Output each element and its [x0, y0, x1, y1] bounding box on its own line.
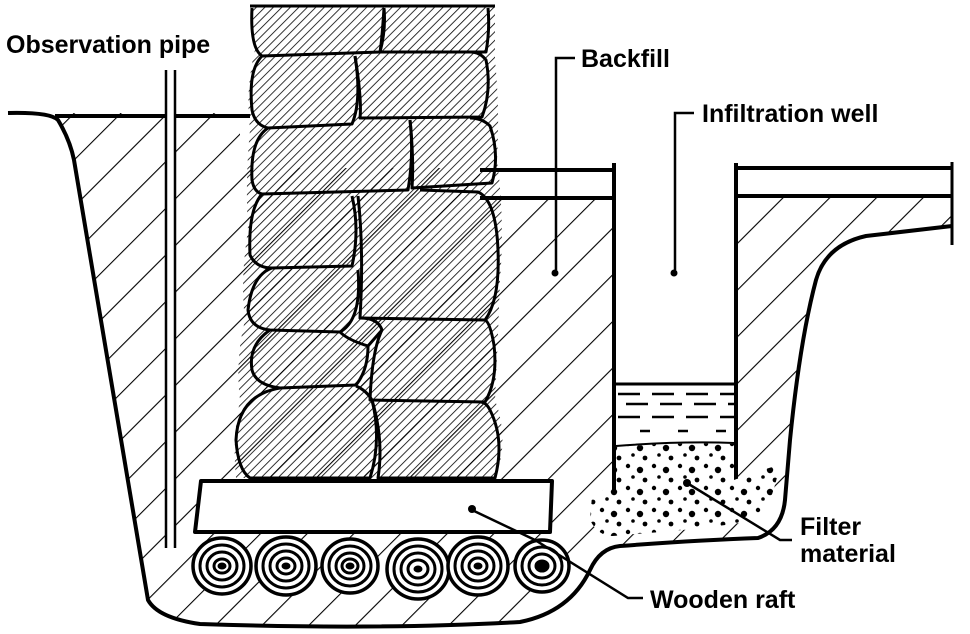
- raft-log: [191, 536, 253, 596]
- log-ring: [460, 549, 496, 583]
- filter-material-leader: [686, 481, 792, 542]
- raft-log: [446, 535, 510, 597]
- log-ring: [453, 542, 503, 590]
- stone-wall: [234, 4, 503, 480]
- labels: Observation pipe Backfill Infiltration w…: [6, 31, 896, 614]
- log-ring: [275, 556, 297, 576]
- raft-logs: [191, 535, 571, 601]
- log-pith: [473, 562, 483, 570]
- log-ring: [268, 549, 304, 583]
- log-pith: [534, 559, 550, 573]
- label-wooden-raft: Wooden raft: [650, 586, 796, 614]
- log-ring: [198, 543, 246, 589]
- log-ring: [261, 542, 311, 590]
- raft-log: [513, 538, 571, 594]
- log-ring: [327, 544, 373, 588]
- observation-pipe: [164, 70, 177, 550]
- label-observation-pipe: Observation pipe: [6, 31, 210, 59]
- log-ring: [399, 551, 437, 587]
- log-ring: [392, 544, 444, 594]
- log-pith: [217, 562, 227, 570]
- log-ring: [205, 550, 239, 582]
- raft-log: [254, 535, 318, 597]
- wooden-raft-leader: [471, 508, 643, 600]
- infiltration-well-leader: [673, 111, 694, 270]
- log-ring: [527, 552, 557, 580]
- wooden-raft: [191, 479, 571, 601]
- log-pith: [281, 562, 291, 570]
- raft-log: [385, 537, 451, 601]
- log-ring: [520, 545, 564, 587]
- log-ring: [212, 557, 232, 575]
- label-filter-material-1: Filter: [800, 513, 861, 541]
- log-ring: [467, 556, 489, 576]
- log-ring: [334, 551, 366, 581]
- right-surface-boards: [736, 162, 954, 245]
- log-ring: [340, 557, 360, 575]
- backfill-leader: [554, 56, 575, 270]
- leader-lines: [468, 56, 792, 600]
- backfill-surface-boards: [480, 168, 614, 200]
- label-backfill: Backfill: [581, 45, 670, 73]
- well-water: [614, 382, 736, 433]
- raft-log: [320, 537, 380, 595]
- label-filter-material-2: material: [800, 540, 896, 568]
- filter-material: [590, 440, 780, 536]
- log-pith: [345, 562, 355, 570]
- label-infiltration-well: Infiltration well: [702, 100, 878, 128]
- log-pith: [413, 565, 423, 573]
- log-ring: [406, 558, 430, 580]
